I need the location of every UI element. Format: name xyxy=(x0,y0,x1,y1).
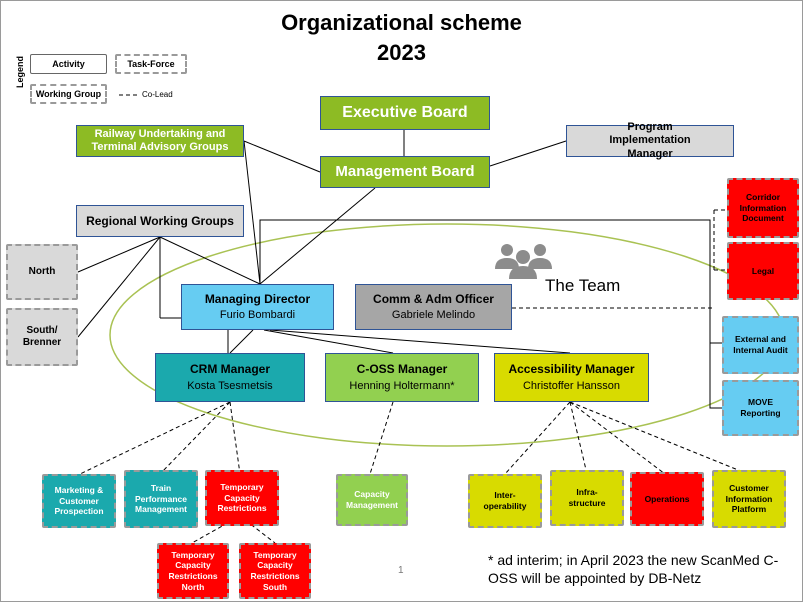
regional-working-groups-box[interactable]: Regional Working Groups xyxy=(76,205,244,237)
north-group-box[interactable]: North xyxy=(6,244,78,300)
accessibility-manager-box[interactable]: Accessibility Manager Christoffer Hansso… xyxy=(494,353,649,402)
managing-director-box[interactable]: Managing Director Furio Bombardi xyxy=(181,284,334,330)
accessibility-manager-role: Accessibility Manager xyxy=(508,362,635,377)
managing-director-role: Managing Director xyxy=(204,291,311,306)
marketing-task-box[interactable]: Marketing & Customer Prospection xyxy=(42,474,116,528)
team-icon xyxy=(495,244,552,279)
railway-advisory-box[interactable]: Railway Undertaking and Terminal Advisor… xyxy=(76,125,244,157)
crm-manager-role: CRM Manager xyxy=(189,362,270,377)
team-label: The Team xyxy=(545,276,621,295)
footnote: * ad interim; in April 2023 the new Scan… xyxy=(488,552,779,586)
page-title: Organizational scheme xyxy=(281,10,522,35)
interoperability-task-box[interactable]: Inter-operability xyxy=(468,474,542,528)
customer-info-platform-box[interactable]: Customer Information Platform xyxy=(712,470,786,528)
legend-heading: Legend xyxy=(15,56,25,89)
legend-co-lead: Co-Lead xyxy=(142,90,173,99)
coss-manager-role: C-OSS Manager xyxy=(356,362,448,377)
legend-task-force: Task-Force xyxy=(115,54,187,74)
crm-manager-name: Kosta Tsesmetsis xyxy=(187,379,273,392)
capacity-management-task-box[interactable]: Capacity Management xyxy=(336,474,408,526)
move-reporting-box[interactable]: MOVE Reporting xyxy=(722,380,799,436)
accessibility-manager-name: Christoffer Hansson xyxy=(522,379,620,392)
tcr-north-task-box[interactable]: Temporary Capacity Restrictions North xyxy=(157,543,229,599)
legend-working-group: Working Group xyxy=(30,84,107,104)
crm-manager-box[interactable]: CRM Manager Kosta Tsesmetsis xyxy=(155,353,305,402)
tcr-task-box[interactable]: Temporary Capacity Restrictions xyxy=(205,470,279,526)
program-manager-box[interactable]: Program Implementation Manager xyxy=(566,121,734,160)
comm-adm-role: Comm & Adm Officer xyxy=(373,291,494,306)
infrastructure-task-box[interactable]: Infra-structure xyxy=(550,470,624,526)
coss-manager-box[interactable]: C-OSS Manager Henning Holtermann* xyxy=(325,353,479,402)
cid-task-box[interactable]: Corridor Information Document xyxy=(727,178,799,238)
comm-adm-officer-box[interactable]: Comm & Adm Officer Gabriele Melindo xyxy=(355,284,512,330)
executive-board-box[interactable]: Executive Board xyxy=(320,96,490,130)
south-brenner-group-box[interactable]: South/ Brenner xyxy=(6,308,78,366)
tcr-south-task-box[interactable]: Temporary Capacity Restrictions South xyxy=(239,543,311,599)
audit-task-box[interactable]: External and Internal Audit xyxy=(722,316,799,374)
operations-task-box[interactable]: Operations xyxy=(630,472,704,526)
managing-director-name: Furio Bombardi xyxy=(219,309,296,322)
legend-activity: Activity xyxy=(30,54,107,74)
management-board-box[interactable]: Management Board xyxy=(320,156,490,188)
comm-adm-name: Gabriele Melindo xyxy=(391,309,476,322)
legal-task-box[interactable]: Legal xyxy=(727,242,799,300)
train-performance-task-box[interactable]: Train Performance Management xyxy=(124,470,198,528)
coss-manager-name: Henning Holtermann* xyxy=(349,379,455,392)
page-number: 1 xyxy=(398,565,404,576)
page-subtitle-year: 2023 xyxy=(377,40,426,65)
